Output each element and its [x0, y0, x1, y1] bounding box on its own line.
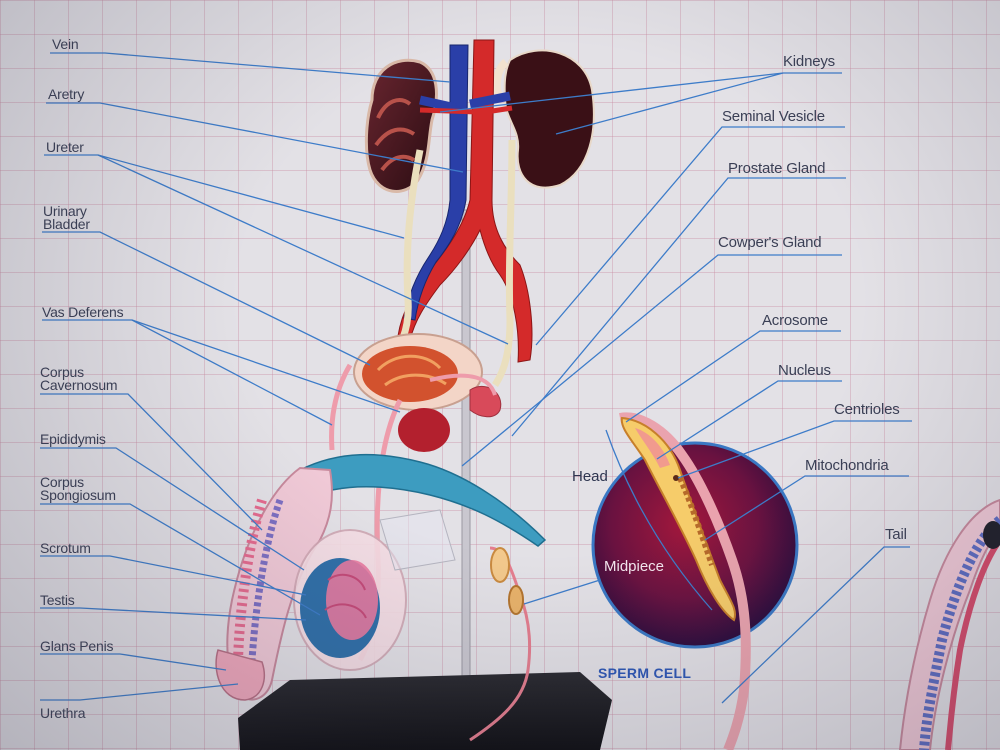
enlarged-sperm-shape	[619, 412, 751, 750]
bladder-shape	[353, 333, 483, 411]
label-ureter: Ureter	[46, 139, 84, 155]
stand-rod	[461, 209, 471, 701]
label-glans-penis: Glans Penis	[40, 638, 114, 654]
label-epididymis: Epididymis	[40, 431, 106, 447]
label-head: Head	[572, 468, 608, 485]
label-corpus-cavernosum-line1: Corpus	[40, 364, 84, 380]
label-urinary-bladder: Urinary Bladder	[43, 203, 90, 232]
seminal-vesicle-shape	[469, 385, 502, 418]
sperm-cell-caption: SPERM CELL	[598, 665, 692, 681]
label-prostate-gland: Prostate Gland	[728, 160, 826, 177]
label-vein: Vein	[52, 36, 79, 52]
label-acrosome: Acrosome	[762, 312, 828, 329]
label-tail: Tail	[885, 526, 907, 543]
label-scrotum: Scrotum	[40, 540, 91, 556]
partial-model-right	[898, 498, 1000, 750]
label-centrioles: Centrioles	[834, 401, 900, 418]
vena-cava-shape	[403, 44, 469, 321]
clear-support	[379, 509, 456, 571]
label-mitochondria: Mitochondria	[805, 457, 889, 474]
label-cowpers-gland: Cowper's Gland	[718, 234, 822, 251]
label-artery: Aretry	[48, 86, 85, 102]
label-corpus-spongiosum-line2: Spongiosum	[40, 487, 116, 503]
label-testis: Testis	[40, 592, 75, 608]
label-midpiece: Midpiece	[604, 558, 665, 575]
label-vas-deferens: Vas Deferens	[42, 304, 124, 320]
label-urinary-bladder-line1: Urinary	[43, 203, 87, 219]
label-urethra: Urethra	[40, 705, 86, 721]
label-urinary-bladder-line2: Bladder	[43, 216, 90, 232]
label-kidneys: Kidneys	[783, 53, 835, 70]
label-nucleus: Nucleus	[778, 362, 831, 379]
penis-body-shape	[226, 466, 333, 701]
stand-base	[238, 672, 612, 750]
label-corpus-spongiosum: Corpus Spongiosum	[40, 474, 116, 503]
label-corpus-cavernosum: Corpus Cavernosum	[40, 364, 118, 393]
leader-lines	[40, 52, 912, 704]
prostate-shape	[398, 408, 450, 452]
testis-shape	[293, 529, 407, 671]
label-seminal-vesicle: Seminal Vesicle	[722, 108, 825, 125]
corpus-cavernosum-shape	[299, 453, 547, 547]
label-corpus-cavernosum-line2: Cavernosum	[40, 377, 118, 393]
label-corpus-spongiosum-line1: Corpus	[40, 474, 84, 490]
glans-shape	[215, 649, 266, 701]
